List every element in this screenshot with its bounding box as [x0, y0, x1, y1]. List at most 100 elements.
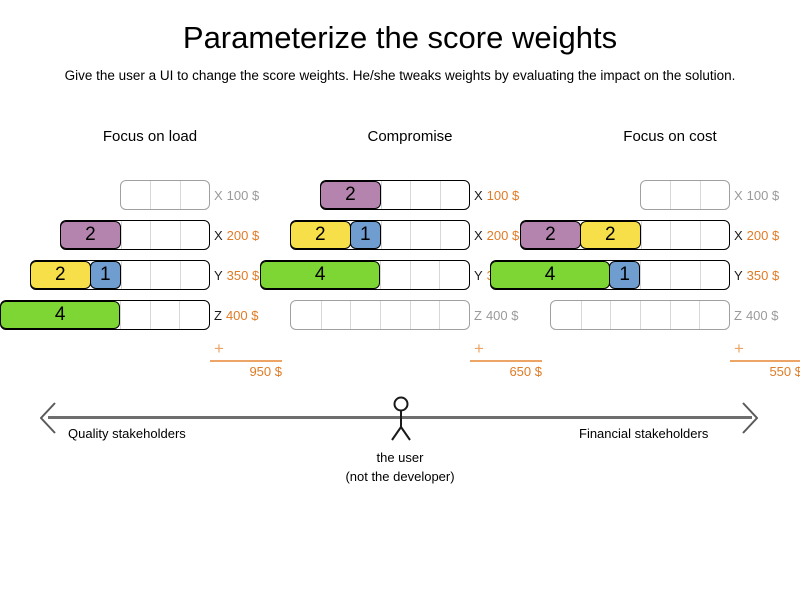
empty-slot[interactable]: [179, 181, 209, 209]
user-caption: the user (not the developer): [300, 448, 500, 486]
empty-slot[interactable]: [120, 221, 150, 249]
axis-label-right: Financial stakeholders: [579, 426, 709, 441]
weight-slider[interactable]: 4: [0, 300, 210, 330]
empty-slot[interactable]: [149, 301, 180, 329]
empty-slot[interactable]: [699, 221, 729, 249]
empty-slot[interactable]: [120, 261, 150, 289]
column-title: Focus on cost: [623, 128, 717, 145]
weight-slider[interactable]: [120, 180, 210, 210]
row-letter: Z: [214, 307, 222, 323]
empty-slot[interactable]: [580, 301, 611, 329]
empty-slot[interactable]: [179, 301, 209, 329]
weight-segment[interactable]: 2: [60, 221, 121, 249]
column-title: Focus on load: [102, 128, 198, 145]
empty-slot[interactable]: [150, 261, 179, 289]
plus-sign: +: [734, 339, 744, 358]
empty-slot[interactable]: [150, 221, 179, 249]
weight-slider[interactable]: [640, 180, 730, 210]
stakeholder-axis: Quality stakeholders Financial stakehold…: [0, 396, 800, 496]
empty-slot[interactable]: [640, 301, 670, 329]
total-value: 950 $: [249, 364, 282, 379]
empty-slot[interactable]: [410, 181, 439, 209]
empty-slot[interactable]: [409, 301, 440, 329]
weight-segment[interactable]: 1: [89, 261, 121, 289]
weight-segment[interactable]: 1: [608, 261, 641, 289]
weight-segment[interactable]: 1: [349, 221, 381, 249]
user-caption-line1: the user: [376, 450, 424, 465]
weight-slider[interactable]: 4: [260, 260, 470, 290]
weight-segment[interactable]: 4: [490, 261, 610, 289]
total-value: 550 $: [769, 364, 800, 379]
empty-slot[interactable]: [699, 301, 729, 329]
weight-slider[interactable]: 2: [60, 220, 210, 250]
total-rule: [210, 360, 282, 362]
weight-slider[interactable]: [550, 300, 730, 330]
empty-slot[interactable]: [439, 181, 469, 209]
weight-segment[interactable]: 2: [520, 221, 581, 249]
empty-slot[interactable]: [121, 181, 150, 209]
weight-slider[interactable]: [290, 300, 470, 330]
row-letter: X: [474, 227, 483, 243]
empty-slot[interactable]: [380, 301, 410, 329]
empty-slot[interactable]: [380, 221, 410, 249]
empty-slot[interactable]: [380, 261, 410, 289]
empty-slot[interactable]: [670, 181, 699, 209]
empty-slot[interactable]: [669, 261, 700, 289]
row-letter: X: [214, 187, 223, 203]
empty-slot[interactable]: [150, 181, 179, 209]
empty-slot[interactable]: [380, 181, 410, 209]
empty-slot[interactable]: [670, 221, 699, 249]
arrow-right-icon: [742, 402, 758, 434]
empty-slot[interactable]: [350, 301, 380, 329]
plus-sign: +: [214, 339, 224, 358]
row-letter: Y: [474, 267, 483, 283]
empty-slot[interactable]: [641, 181, 670, 209]
user-caption-line2: (not the developer): [345, 469, 455, 484]
empty-slot[interactable]: [699, 261, 730, 289]
weight-slider[interactable]: 2: [320, 180, 470, 210]
row-price: 200 $: [746, 227, 780, 243]
empty-slot[interactable]: [439, 221, 469, 249]
empty-slot[interactable]: [551, 301, 581, 329]
empty-slot[interactable]: [291, 301, 321, 329]
empty-slot[interactable]: [640, 221, 670, 249]
total-rule: [730, 360, 800, 362]
empty-slot[interactable]: [640, 261, 670, 289]
row-letter: Y: [214, 267, 223, 283]
empty-slot[interactable]: [409, 261, 440, 289]
row-price: 350 $: [746, 267, 780, 283]
empty-slot[interactable]: [120, 301, 150, 329]
empty-slot[interactable]: [179, 221, 209, 249]
empty-slot[interactable]: [320, 301, 351, 329]
empty-slot[interactable]: [439, 301, 469, 329]
weight-segment[interactable]: 4: [260, 261, 381, 289]
weight-segment[interactable]: 2: [30, 261, 91, 289]
axis-label-left: Quality stakeholders: [68, 426, 186, 441]
page-subtitle: Give the user a UI to change the score w…: [64, 68, 736, 83]
empty-slot[interactable]: [669, 301, 700, 329]
weight-segment[interactable]: 2: [579, 221, 641, 249]
row-price: 200 $: [486, 227, 520, 243]
weight-segment[interactable]: 2: [320, 181, 381, 209]
empty-slot[interactable]: [179, 261, 209, 289]
weight-segment[interactable]: 2: [290, 221, 351, 249]
row-price: 400 $: [745, 307, 779, 323]
empty-slot[interactable]: [410, 221, 439, 249]
empty-slot[interactable]: [610, 301, 640, 329]
empty-slot[interactable]: [439, 261, 469, 289]
empty-slot[interactable]: [699, 181, 729, 209]
row-price: 400 $: [485, 307, 519, 323]
weight-segment[interactable]: 4: [0, 301, 121, 329]
